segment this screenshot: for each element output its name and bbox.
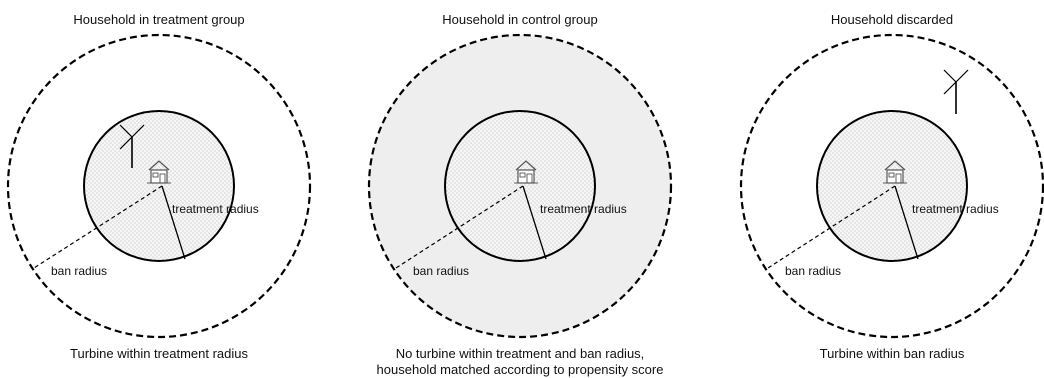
wind-turbine-icon xyxy=(119,124,145,168)
treatment-radius-circle xyxy=(444,110,596,262)
treatment-radius-line xyxy=(522,185,547,260)
treatment-radius-label: treatment radius xyxy=(912,202,999,216)
panel-treatment-group: Household in treatment group treatment r… xyxy=(6,12,312,361)
panel-title: Household discarded xyxy=(831,12,953,27)
house-icon xyxy=(147,160,171,184)
treatment-radius-line xyxy=(894,185,919,260)
ban-radius-line xyxy=(33,185,163,269)
treatment-radius-label: treatment radius xyxy=(540,202,627,216)
ban-radius-label: ban radius xyxy=(413,264,469,278)
treatment-radius-circle xyxy=(83,110,235,262)
panel-title: Household in treatment group xyxy=(73,12,244,27)
panel-control-group: Household in control group treatment rad… xyxy=(367,12,673,377)
ban-radius-label: ban radius xyxy=(51,264,107,278)
panel-caption-line: No turbine within treatment and ban radi… xyxy=(396,346,645,361)
ban-radius-circle xyxy=(6,33,312,339)
house-icon xyxy=(514,160,538,184)
panel-caption-line: household matched according to propensit… xyxy=(377,362,664,377)
treatment-radius-label: treatment radius xyxy=(172,202,259,216)
house-icon xyxy=(883,160,907,184)
panel-caption-line: Turbine within ban radius xyxy=(820,346,965,361)
ban-radius-circle xyxy=(739,33,1044,339)
treatment-radius-circle xyxy=(816,110,968,262)
treatment-radius-line xyxy=(161,185,186,260)
panel-discarded: Household discarded treatment radius ban… xyxy=(739,12,1044,361)
ban-radius-label: ban radius xyxy=(785,264,841,278)
panel-caption-line: Turbine within treatment radius xyxy=(70,346,248,361)
panel-title: Household in control group xyxy=(442,12,597,27)
wind-turbine-icon xyxy=(943,69,969,114)
